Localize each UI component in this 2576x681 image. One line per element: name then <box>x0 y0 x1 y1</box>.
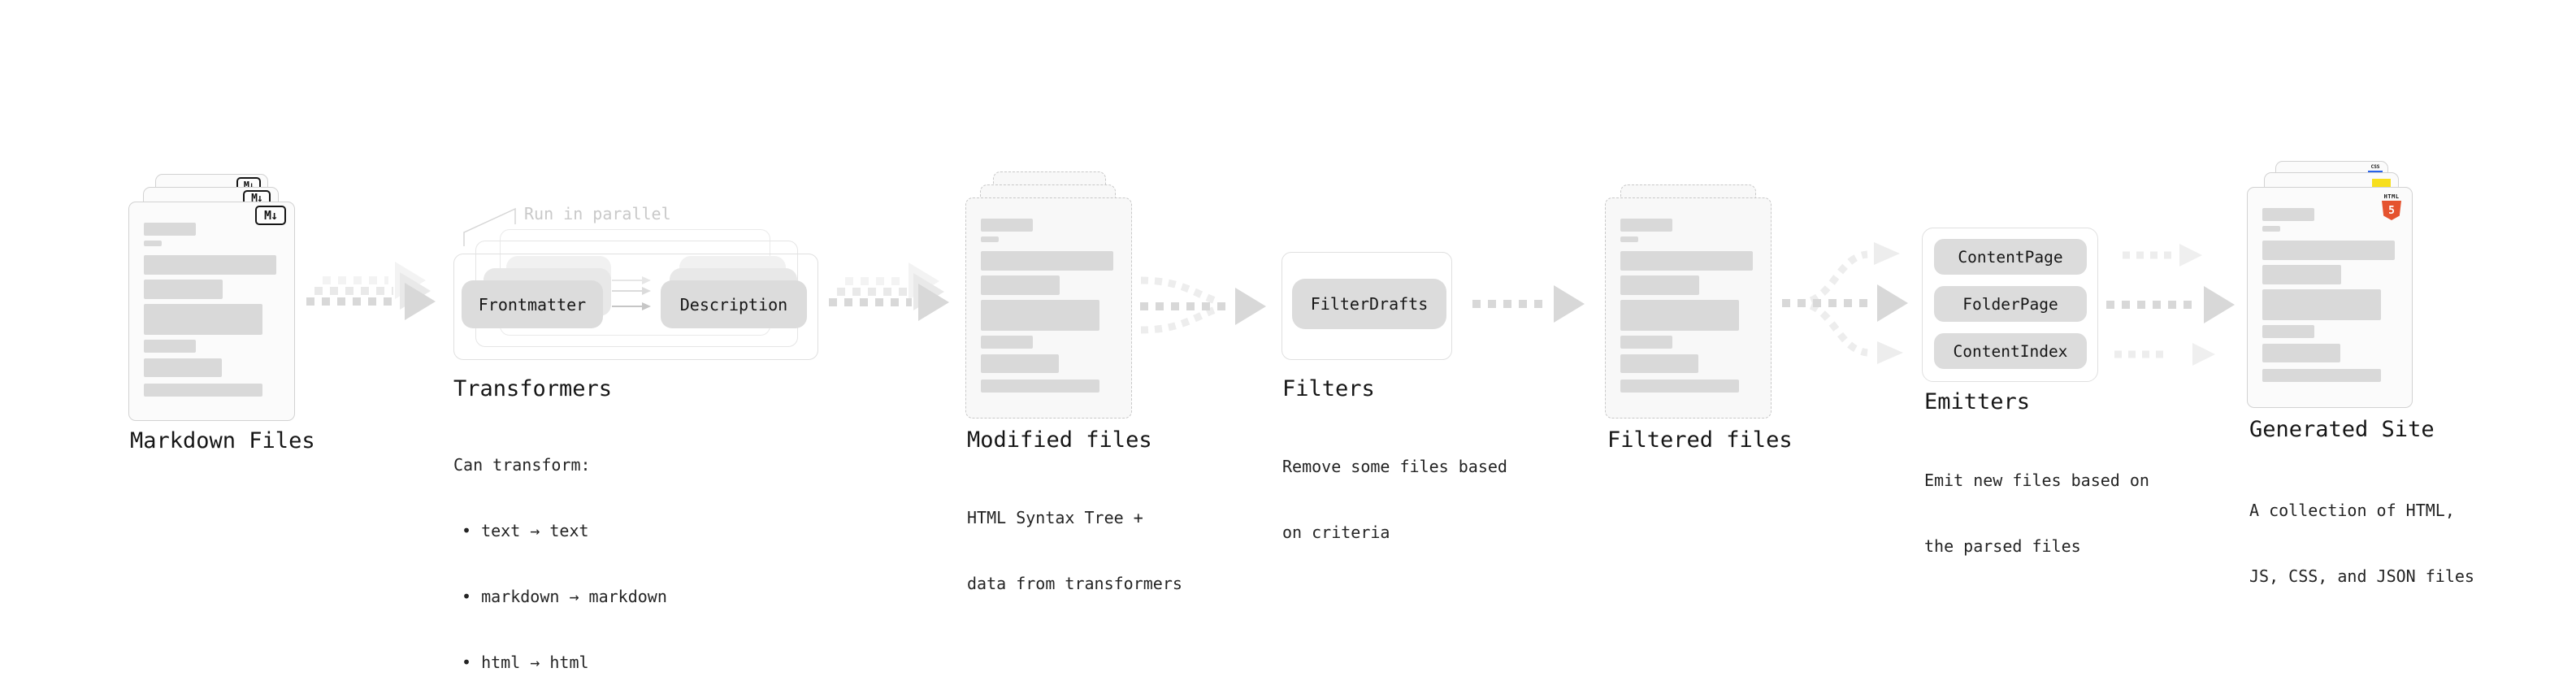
placeholder-line <box>2262 265 2341 284</box>
css-badge-icon: CSS <box>2368 164 2383 173</box>
html5-icon: HTML 5 <box>2381 193 2402 220</box>
contentpage-pill: ContentPage <box>1934 239 2087 275</box>
generated-file-card: HTML 5 <box>2247 187 2413 408</box>
css-badge-label: CSS <box>2370 164 2380 170</box>
placeholder-line <box>981 380 1099 393</box>
placeholder-line <box>981 300 1099 331</box>
placeholder-line <box>1620 354 1698 373</box>
placeholder-line <box>981 219 1033 232</box>
placeholder-line <box>2262 241 2395 260</box>
document-skeleton <box>981 219 1113 393</box>
placeholder-line <box>144 304 262 335</box>
placeholder-line <box>2262 208 2314 221</box>
markdown-icon: M↓ <box>255 206 286 225</box>
placeholder-line <box>1620 300 1739 331</box>
folderpage-pill: FolderPage <box>1934 286 2087 322</box>
description-line: • html → html <box>462 653 589 672</box>
flow-arrow-modified-to-filters-merge <box>1140 276 1266 334</box>
description-line: • text → text <box>462 521 589 540</box>
flow-arrow-filters-to-filtered <box>1472 285 1585 323</box>
placeholder-line <box>2262 226 2280 232</box>
description-line: • markdown → markdown <box>462 587 667 606</box>
generated-site-title: Generated Site <box>2249 417 2435 442</box>
placeholder-line <box>144 255 276 275</box>
placeholder-line <box>144 241 162 246</box>
placeholder-line <box>1620 236 1638 242</box>
run-in-parallel-annotation: Run in parallel <box>524 204 671 223</box>
document-skeleton <box>1620 219 1753 393</box>
placeholder-line <box>2262 344 2340 362</box>
flow-arrow-markdown-to-transformers <box>306 262 436 320</box>
placeholder-line <box>981 354 1059 373</box>
placeholder-line <box>1620 380 1739 393</box>
placeholder-line <box>981 275 1060 295</box>
description-line: Can transform: <box>453 455 591 475</box>
markdown-file-card: M↓ <box>128 202 295 421</box>
generated-site-description: A collection of HTML, JS, CSS, and JSON … <box>2249 456 2474 631</box>
description-line: Emit new files based on <box>1924 471 2149 490</box>
placeholder-line <box>2262 289 2381 320</box>
emitters-description: Emit new files based on the parsed files <box>1924 426 2149 601</box>
parallel-run-arrows <box>612 276 651 310</box>
placeholder-line <box>144 384 262 397</box>
placeholder-line <box>144 280 223 299</box>
placeholder-line <box>2262 325 2314 338</box>
placeholder-line <box>981 236 999 242</box>
document-skeleton <box>144 223 276 397</box>
description-line: data from transformers <box>967 574 1182 593</box>
placeholder-line <box>1620 336 1672 349</box>
description-line: Remove some files based <box>1282 457 1507 476</box>
filtered-file-card <box>1605 197 1772 419</box>
description-pill: Description <box>661 280 807 328</box>
placeholder-line <box>1620 275 1699 295</box>
flow-arrow-emitters-to-generated <box>2106 244 2235 366</box>
placeholder-line <box>1620 251 1753 271</box>
description-line: HTML Syntax Tree + <box>967 508 1143 527</box>
contentindex-pill: ContentIndex <box>1934 333 2087 369</box>
description-line: JS, CSS, and JSON files <box>2249 566 2474 586</box>
flow-arrow-transformers-to-modified <box>829 262 949 321</box>
placeholder-line <box>144 358 222 377</box>
modified-files-title: Modified files <box>967 427 1152 453</box>
placeholder-line <box>981 336 1033 349</box>
description-line: the parsed files <box>1924 536 2081 556</box>
transformer-box <box>453 254 818 360</box>
html5-wordmark: HTML <box>2383 193 2400 200</box>
placeholder-line <box>981 251 1113 271</box>
placeholder-line <box>144 340 196 353</box>
frontmatter-pill: Frontmatter <box>462 280 603 328</box>
markdown-files-title: Markdown Files <box>130 428 315 453</box>
transformers-description: Can transform: • text → text • markdown … <box>453 410 667 681</box>
filterdrafts-pill: FilterDrafts <box>1292 279 1446 329</box>
flow-arrow-filtered-to-emitters-split <box>1782 242 1908 364</box>
placeholder-line <box>2262 369 2381 382</box>
filters-description: Remove some files based on criteria <box>1282 412 1507 588</box>
transformers-title: Transformers <box>453 376 613 401</box>
modified-files-description: HTML Syntax Tree + data from transformer… <box>967 463 1182 639</box>
description-line: on criteria <box>1282 523 1390 542</box>
emitters-title: Emitters <box>1924 389 2031 414</box>
filters-title: Filters <box>1282 376 1375 401</box>
document-skeleton <box>2262 208 2395 382</box>
placeholder-line <box>1620 219 1672 232</box>
annotation-leader-line <box>463 207 516 246</box>
css-badge-underline <box>2368 171 2383 173</box>
modified-file-card <box>965 197 1132 419</box>
filtered-files-title: Filtered files <box>1607 427 1793 453</box>
description-line: A collection of HTML, <box>2249 501 2455 520</box>
placeholder-line <box>144 223 196 236</box>
